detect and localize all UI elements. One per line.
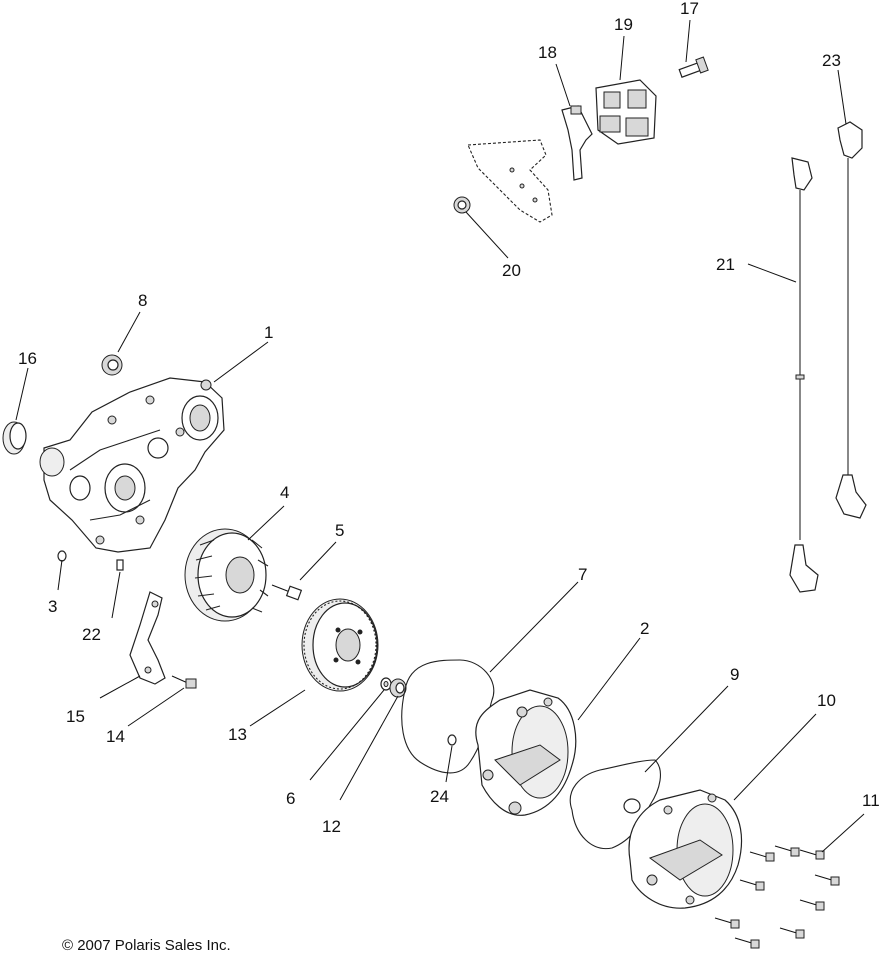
part-14-bolt xyxy=(171,675,197,689)
callout-7: 7 xyxy=(578,565,587,584)
copyright-text: © 2007 Polaris Sales Inc. xyxy=(62,937,231,954)
callout-8: 8 xyxy=(138,291,147,310)
callout-18: 18 xyxy=(538,43,557,62)
callout-17: 17 xyxy=(680,0,699,18)
callout-13: 13 xyxy=(228,725,247,744)
callout-12: 12 xyxy=(322,817,341,836)
part-12-nut xyxy=(389,678,407,698)
part-18-bracket xyxy=(561,105,593,181)
callout-24: 24 xyxy=(430,787,449,806)
part-4-stator xyxy=(184,528,269,622)
part-11-bolts xyxy=(714,845,840,949)
leader-lines xyxy=(15,19,865,853)
callout-19: 19 xyxy=(614,15,633,34)
part-9-gasket xyxy=(569,759,661,850)
part-3-dowel xyxy=(57,550,67,562)
callout-21: 21 xyxy=(716,255,735,274)
callout-9: 9 xyxy=(730,665,739,684)
part-15-bracket xyxy=(129,591,166,685)
callout-4: 4 xyxy=(280,483,289,502)
part-8-seal xyxy=(101,354,123,376)
part-23-plug-wire xyxy=(835,121,867,519)
callout-6: 6 xyxy=(286,789,295,808)
part-5-bolt xyxy=(271,584,303,601)
part-17-bolt xyxy=(678,56,709,78)
part-6-washer xyxy=(380,677,392,691)
callout-2: 2 xyxy=(640,619,649,638)
callout-14: 14 xyxy=(106,727,125,746)
callout-labels: 1 2 3 4 5 6 7 8 9 10 11 12 13 14 15 16 1… xyxy=(18,0,880,836)
part-1-crankcase xyxy=(39,377,225,553)
callout-23: 23 xyxy=(822,51,841,70)
callout-20: 20 xyxy=(502,261,521,280)
part-16-cap xyxy=(2,421,27,455)
callout-22: 22 xyxy=(82,625,101,644)
part-21-plug-wire xyxy=(789,157,819,593)
part-22-pin xyxy=(116,559,124,571)
part-13-flywheel xyxy=(301,598,379,692)
part-19-regulator xyxy=(595,79,657,145)
part-10-outer-cover xyxy=(628,789,743,909)
part-20-nut xyxy=(453,196,471,214)
callout-16: 16 xyxy=(18,349,37,368)
callout-1: 1 xyxy=(264,323,273,342)
callout-5: 5 xyxy=(335,521,344,540)
part-2-cover xyxy=(475,689,577,816)
callout-10: 10 xyxy=(817,691,836,710)
mounting-plate xyxy=(467,139,553,223)
part-24-plug xyxy=(447,734,457,746)
callout-3: 3 xyxy=(48,597,57,616)
callout-15: 15 xyxy=(66,707,85,726)
callout-11: 11 xyxy=(862,791,880,810)
